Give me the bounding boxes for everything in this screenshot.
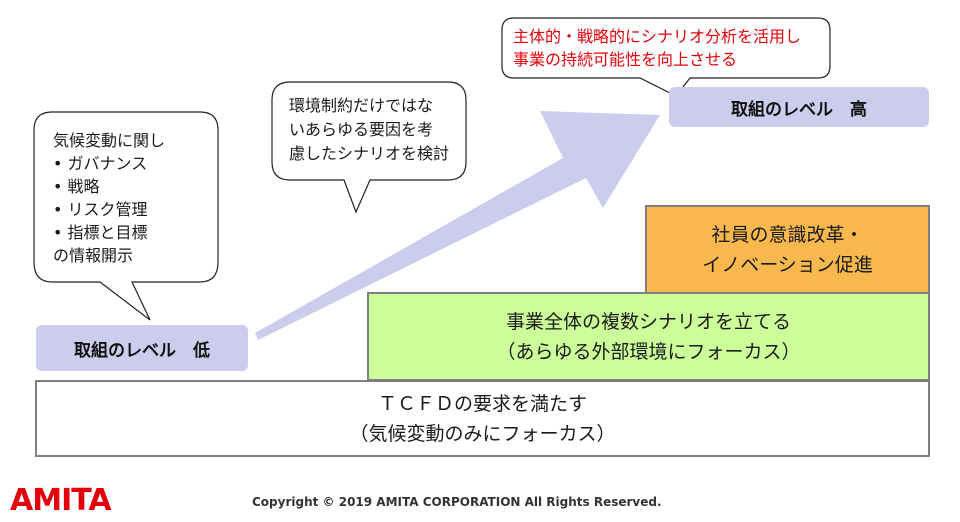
pillars-bubble-text: 気候変動に関し ガバナンス 戦略 リスク管理 指標と目標 の情報開示 [53,129,165,267]
level-high-label: 取組のレベル 高 [669,87,929,127]
pillars-intro: 気候変動に関し [53,131,166,150]
stair-top-line1: 社員の意識改革・ [711,223,864,246]
goal-line: 事業の持続可能性を向上させる [513,50,738,69]
pillar-item: 戦略 [53,175,165,198]
level-low-label: 取組のレベル 低 [36,325,248,371]
scenario-line: 慮したシナリオを検討 [289,144,450,163]
pillar-item: 指標と目標 [53,221,165,244]
pillar-item: ガバナンス [53,152,165,175]
pillars-list: ガバナンス 戦略 リスク管理 指標と目標 [53,152,165,244]
level-low-text: 取組のレベル 低 [74,340,210,361]
scenario-bubble-text: 環境制約だけではな いあらゆる要因を考 慮したシナリオを検討 [289,94,449,166]
stair-base-line2: （気候変動のみにフォーカス） [349,422,616,445]
arrow-shape [255,111,660,340]
stair-base-box: ＴＣＦＤの要求を満たす （気候変動のみにフォーカス） [35,380,930,457]
amita-logo: AMITA [10,483,112,518]
scenario-bubble-shape [271,81,467,214]
goal-line: 主体的・戦略的にシナリオ分析を活用し [513,27,802,46]
stair-middle-line2: （あらゆる外部環境にフォーカス） [496,340,801,363]
stair-base-line1: ＴＣＦＤの要求を満たす [377,392,587,415]
stair-middle-line1: 事業全体の複数シナリオを立てる [505,310,791,333]
goal-bubble-text: 主体的・戦略的にシナリオ分析を活用し 事業の持続可能性を向上させる [513,25,801,71]
stair-top-line2: イノベーション促進 [702,253,873,276]
scenario-line: いあらゆる要因を考 [289,120,434,139]
scenario-line: 環境制約だけではな [289,96,434,115]
pillars-outro: の情報開示 [53,246,134,265]
copyright-text: Copyright © 2019 AMITA CORPORATION All R… [252,495,662,509]
level-high-text: 取組のレベル 高 [731,99,867,120]
stair-middle-box: 事業全体の複数シナリオを立てる （あらゆる外部環境にフォーカス） [367,292,930,381]
pillar-item: リスク管理 [53,198,165,221]
stair-top-box: 社員の意識改革・ イノベーション促進 [645,205,930,294]
